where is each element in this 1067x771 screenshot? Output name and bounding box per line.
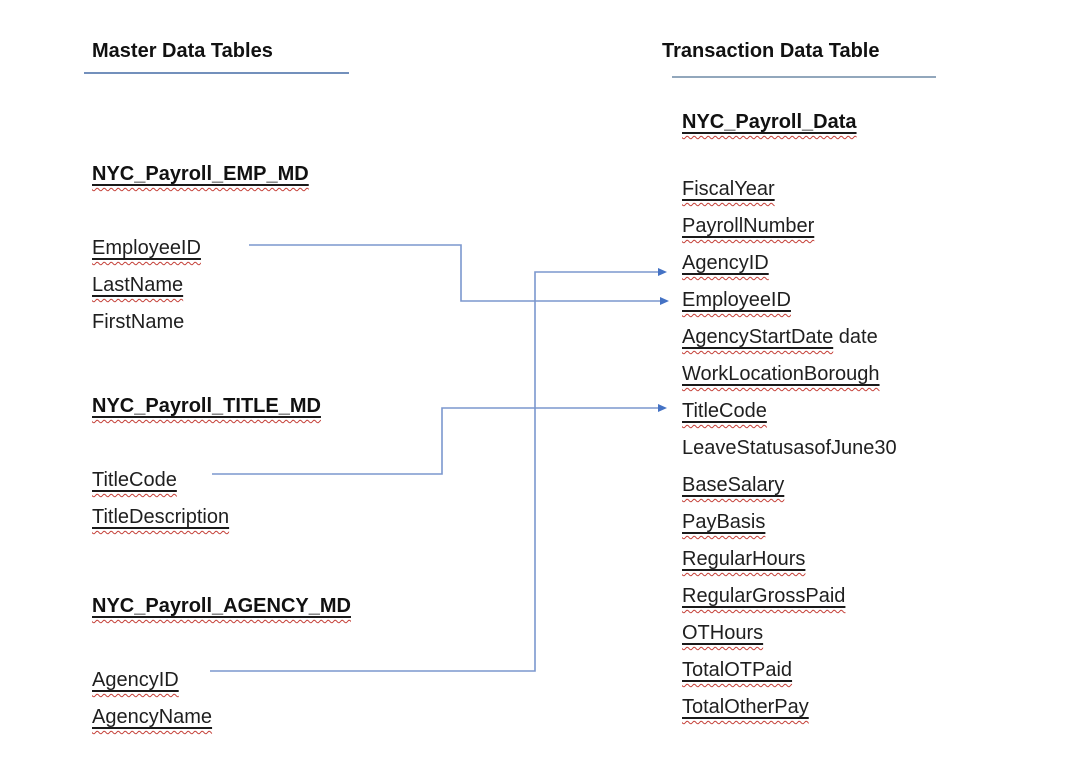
right-column-title: Transaction Data Table [662, 40, 880, 62]
field-employeeid: EmployeeID [92, 237, 201, 259]
field-titlecode: TitleCode [682, 400, 767, 422]
agency-md-field-list: AgencyID AgencyName [92, 662, 351, 736]
field-employeeid: EmployeeID [682, 289, 791, 311]
field-agencyname: AgencyName [92, 706, 213, 728]
field-totalotherpay: TotalOtherPay [682, 696, 809, 718]
field-fiscalyear: FiscalYear [682, 178, 775, 200]
field-regulargrosspaid: RegularGrossPaid [682, 585, 846, 607]
connector-employeeid [249, 244, 669, 305]
right-heading-rule [672, 76, 936, 78]
field-firstname: FirstName [92, 311, 185, 333]
table-name-emp-md: NYC_Payroll_EMP_MD [92, 163, 309, 185]
field-totalotpaid: TotalOTPaid [682, 659, 793, 681]
field-basesalary: BaseSalary [682, 474, 785, 496]
field-othours: OTHours [682, 622, 764, 644]
table-name-agency-md: NYC_Payroll_AGENCY_MD [92, 595, 351, 617]
field-lastname: LastName [92, 274, 184, 296]
field-agencyid: AgencyID [682, 252, 769, 274]
table-name-payroll-data: NYC_Payroll_Data [682, 111, 857, 133]
field-worklocationborough: WorkLocationBorough [682, 363, 880, 385]
field-paybasis: PayBasis [682, 511, 766, 533]
field-titlecode: TitleCode [92, 469, 177, 491]
field-agencyid: AgencyID [92, 669, 179, 691]
left-heading-rule [84, 72, 349, 74]
field-titledescription: TitleDescription [92, 506, 230, 528]
left-column-title: Master Data Tables [92, 40, 273, 62]
field-agencystartdate: AgencyStartDate date [682, 326, 878, 348]
field-leavestatusasofjune30: LeaveStatusasofJune30 [682, 437, 897, 459]
field-payrollnumber: PayrollNumber [682, 215, 815, 237]
master-table-group-agency: NYC_Payroll_AGENCY_MD AgencyID AgencyName [92, 588, 351, 736]
table-name-title-md: NYC_Payroll_TITLE_MD [92, 395, 321, 417]
field-regularhours: RegularHours [682, 548, 806, 570]
